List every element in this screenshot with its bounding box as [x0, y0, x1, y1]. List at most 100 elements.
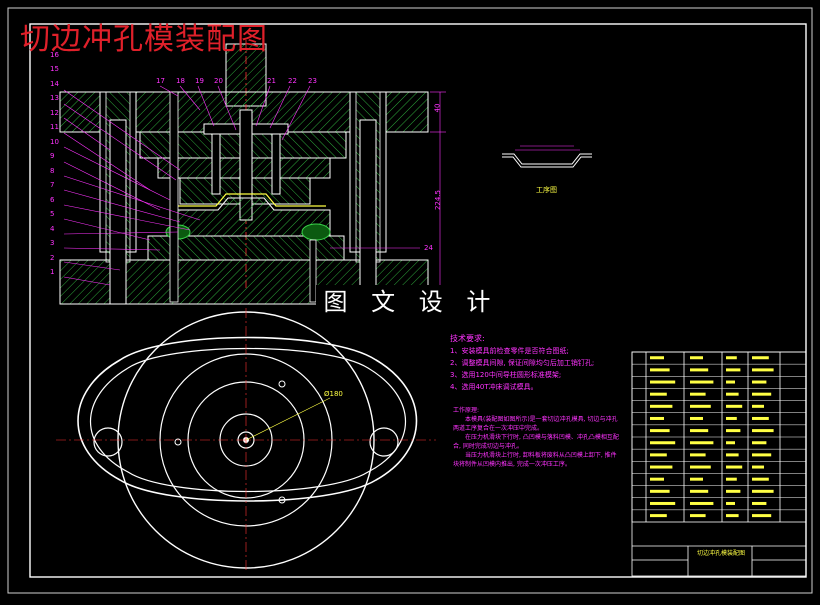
- work-paragraph: 本模具(装配图如图所示)是一套切边冲孔模具, 切边与冲孔两道工序复合在一次冲压中…: [453, 416, 618, 432]
- lobe-hole-left: [93, 427, 123, 457]
- title-block-cell-text: [752, 404, 764, 408]
- title-block-cell-text: [726, 453, 739, 457]
- title-block-cell-text: [650, 356, 664, 360]
- work-principle: 工作原理: 本模具(装配图如图所示)是一套切边冲孔模具, 切边与冲孔两道工序复合…: [453, 406, 621, 469]
- part-number-18: 18: [176, 77, 185, 85]
- title-block-cell-text: [726, 441, 735, 445]
- title-block-cell-text: [726, 404, 743, 408]
- part-number-17: 17: [156, 77, 165, 85]
- outer-frame: [7, 7, 813, 594]
- part-number-23: 23: [308, 77, 317, 85]
- tech-item: 1、安装模具前检查零件是否符合图纸;: [450, 347, 569, 355]
- title-block-cell-text: [650, 501, 676, 505]
- title-block-cell-text: [726, 429, 741, 433]
- title-block-cell-text: [690, 477, 703, 481]
- part-number-11: 11: [50, 123, 59, 131]
- part-number-4: 4: [50, 224, 55, 233]
- title-block-cell-text: [650, 392, 667, 396]
- part-number-1: 1: [50, 268, 55, 276]
- title-block-cell-text: [650, 514, 667, 518]
- title-block-cell-text: [690, 453, 706, 457]
- title-block-cell-text: [726, 368, 741, 372]
- part-number-20: 20: [214, 77, 223, 85]
- tech-item: 3、选用120中间导柱圆形标准模架;: [450, 371, 562, 379]
- watermark-banner: 图 文 设 计: [316, 285, 506, 319]
- part-number-14: 14: [50, 79, 59, 88]
- dimension-total: 224.5: [434, 189, 443, 211]
- part-number-10: 10: [50, 137, 59, 146]
- title-block-cell-text: [752, 380, 767, 384]
- title-block-cell-text: [650, 477, 664, 481]
- title-block-cell-text: [726, 380, 735, 384]
- title-block-cell-text: [726, 501, 735, 505]
- title-block-cell-text: [650, 429, 670, 433]
- part-number-19: 19: [195, 77, 204, 85]
- part-number-12: 12: [50, 108, 59, 117]
- title-block-cell-text: [752, 489, 774, 493]
- title-block-cell-text: [752, 392, 772, 396]
- tech-requirements: 技术要求: 1、安装模具前检查零件是否符合图纸; 2、调整模具间隙, 保证间隙均…: [450, 333, 594, 393]
- title-block-cell-text: [690, 404, 711, 408]
- title-block-cell-text: [690, 429, 709, 433]
- part-number-7: 7: [50, 181, 55, 189]
- title-block-cell-text: [690, 489, 709, 493]
- title-block-cell-text: [690, 356, 703, 360]
- inner-frame: [29, 23, 807, 578]
- title-block-cell-text: [690, 514, 706, 518]
- title-block-cell-text: [650, 404, 673, 408]
- lobe-hole-right: [369, 427, 399, 457]
- title-block-cell-text: [690, 380, 714, 384]
- part-drawing: [502, 145, 592, 168]
- title-block-cell-text: [650, 416, 664, 420]
- title-block-cell-text: [752, 356, 769, 360]
- title-block-cell-text: [752, 465, 764, 469]
- work-paragraph: 在压力机滑块下行时, 凸凹模与落料凹模、冲孔凸模相互配合, 同时完成切边与冲孔。: [453, 434, 619, 450]
- part-drawing-label: 工序图: [536, 186, 557, 194]
- title-block-cell-text: [650, 489, 670, 493]
- dimension-top: 40: [433, 103, 442, 113]
- part-number-5: 5: [50, 210, 55, 218]
- title-block-cell-text: [650, 441, 676, 445]
- part-number-24: 24: [424, 244, 433, 252]
- title-block-cell-text: [726, 514, 739, 518]
- title-block-cell-text: [752, 453, 772, 457]
- title-block-cell-text: [690, 465, 711, 469]
- part-number-13: 13: [50, 94, 59, 102]
- title-block-cell-text: [726, 489, 741, 493]
- guide-post-left: [109, 119, 127, 305]
- tech-heading: 技术要求:: [450, 334, 485, 343]
- title-block: [631, 351, 807, 577]
- title-block-cell-text: [752, 441, 767, 445]
- title-block-cell-text: [650, 465, 673, 469]
- title-block-cell-text: [726, 465, 743, 469]
- title-block-cell-text: [752, 368, 774, 372]
- title-block-cell-text: [690, 368, 709, 372]
- leader-lines: [63, 85, 420, 286]
- part-number-8: 8: [50, 166, 55, 175]
- title-block-cell-text: [726, 392, 739, 396]
- tech-item: 4、选用40T冲床调试模具。: [450, 383, 538, 391]
- part-number-16: 16: [50, 50, 59, 59]
- title-block-cell-text: [650, 380, 676, 384]
- plan-view: [56, 308, 436, 572]
- guide-post-right: [359, 119, 377, 305]
- part-number-2: 2: [50, 253, 55, 262]
- flange-outline: [77, 336, 418, 502]
- drawing-title: 切边冲孔模装配图: [20, 22, 268, 57]
- part-number-15: 15: [50, 65, 59, 73]
- part-number-6: 6: [50, 195, 55, 204]
- title-block-cell-text: [650, 368, 670, 372]
- title-block-cell-text: [726, 416, 737, 420]
- title-block-cell-text: [726, 356, 737, 360]
- section-view: [59, 40, 446, 305]
- title-block-drawing-name: 切边冲孔模装配图: [696, 550, 745, 557]
- part-number-3: 3: [50, 239, 55, 247]
- title-block-cell-text: [650, 453, 667, 457]
- title-block-entries: [650, 356, 774, 518]
- title-block-cell-text: [752, 501, 767, 505]
- part-number-21: 21: [267, 77, 276, 85]
- title-block-cell-text: [690, 416, 703, 420]
- work-paragraph: 当压力机滑块上行时, 卸料板将废料从凸凹模上卸下, 推件块将制件从凹模内推出, …: [453, 452, 617, 468]
